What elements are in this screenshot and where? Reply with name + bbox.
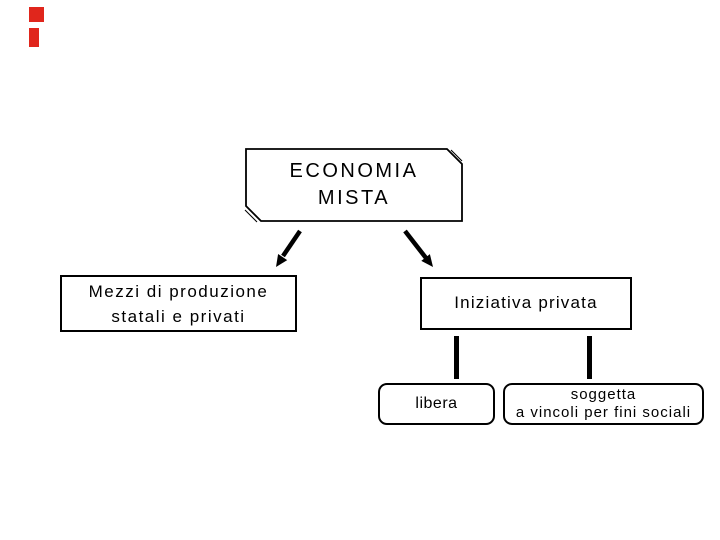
node-economia-mista-line2: MISTA [317, 187, 391, 209]
node-libera-label: libera [415, 394, 458, 412]
red-bar-decor [29, 28, 39, 47]
corner-fold-line-top-right [450, 149, 463, 162]
connector-libera [454, 336, 459, 379]
node-soggetta-a-vincoli: soggetta a vincoli per fini sociali [503, 383, 704, 425]
node-mezzi-line1: Mezzi di produzione [88, 281, 269, 301]
red-square-decor [29, 7, 44, 22]
node-soggetta-line1: soggetta [570, 386, 637, 403]
node-iniziativa-privata: Iniziativa privata [420, 277, 632, 330]
node-mezzi-line2: statali e privati [111, 306, 246, 326]
arrow-to-left-branch [276, 229, 302, 267]
corner-fold-line-bottom-left [244, 209, 258, 223]
node-libera: libera [378, 383, 495, 425]
node-mezzi-di-produzione: Mezzi di produzione statali e privati [60, 275, 297, 332]
arrow-to-right-branch [403, 229, 433, 267]
node-economia-mista-line1: ECONOMIA [289, 160, 419, 182]
node-soggetta-line2: a vincoli per fini sociali [515, 404, 692, 421]
node-economia-mista: ECONOMIA MISTA [246, 149, 462, 221]
node-iniziativa-label: Iniziativa privata [454, 293, 598, 313]
root-node-shape [245, 148, 463, 222]
connector-soggetta [587, 336, 592, 379]
